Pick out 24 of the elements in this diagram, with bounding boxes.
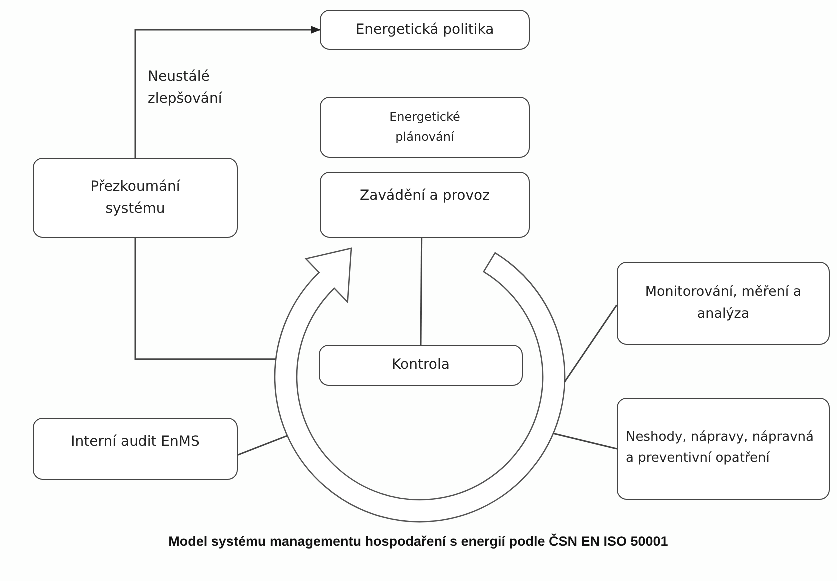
process-box <box>320 97 530 158</box>
connector-line <box>553 432 618 450</box>
box-label: Energetická politika <box>356 20 494 40</box>
process-box <box>320 10 530 50</box>
process-box <box>617 262 830 345</box>
cycle-arrow <box>274 248 566 522</box>
connector-line <box>564 304 618 382</box>
process-box <box>33 418 238 480</box>
connector-line <box>238 435 288 456</box>
box-label: Energetické plánování <box>388 109 462 146</box>
caption: Model systému managementu hospodaření s energií podle ČSN EN ISO 50001 <box>168 534 670 549</box>
box-label: Monitorování, měření a analýza <box>644 282 803 324</box>
connector-line <box>134 238 276 360</box>
process-box <box>320 172 530 238</box>
process-box <box>33 158 238 238</box>
arrow <box>134 26 321 158</box>
box-label: Neshody, nápravy, nápravná a preventivní opatření <box>626 429 815 468</box>
box-label: Zavádění a provoz <box>360 187 490 206</box>
process-box <box>319 345 523 386</box>
box-label: Kontrola <box>392 356 450 376</box>
process-box <box>617 398 830 500</box>
connector-line <box>420 238 423 345</box>
box-label: Interní audit EnMS <box>71 433 200 452</box>
box-label: Přezkoumání systému <box>90 178 182 219</box>
